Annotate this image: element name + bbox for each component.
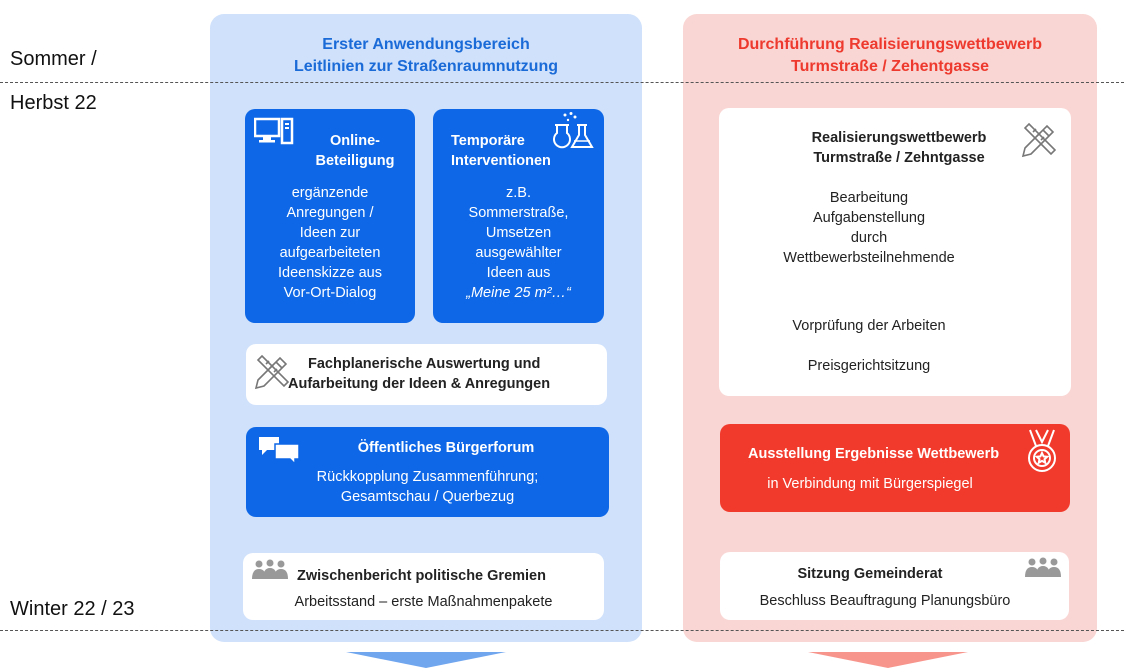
online-body-line: Ideen zur bbox=[299, 225, 361, 241]
gemeinderat-card: Sitzung Gemeinderat Beschluss Beauftragu… bbox=[720, 552, 1069, 620]
ausstellung-card: Ausstellung Ergebnisse Wettbewerb in Ver… bbox=[720, 424, 1070, 512]
gemeinderat-body: Beschluss Beauftragung Planungsbüro bbox=[759, 593, 1011, 609]
chat-bubbles-icon bbox=[259, 437, 300, 465]
group-icon bbox=[1025, 557, 1061, 577]
interventionen-body-line: Umsetzen bbox=[485, 225, 552, 241]
wettbewerb-step-preisgericht: Preisgerichtsitzung bbox=[807, 358, 931, 374]
online-title-line2: Beteiligung bbox=[315, 153, 395, 169]
interventionen-title-line1: Temporäre bbox=[451, 133, 525, 149]
timeline-start-label-2: Herbst 22 bbox=[10, 92, 97, 114]
left-column-title: Erster Anwendungsbereich Leitlinien zur … bbox=[210, 34, 642, 78]
interventionen-card: Temporäre Interventionen z.B. Sommerstra… bbox=[433, 109, 604, 323]
buergerforum-line1: Rückkopplung Zusammenführung; bbox=[316, 469, 539, 485]
online-body-line: Ideenskizze aus bbox=[278, 265, 382, 281]
zwischenbericht-title: Zwischenbericht politische Gremien bbox=[297, 568, 546, 584]
medal-icon bbox=[1028, 429, 1056, 472]
computer-icon bbox=[254, 117, 294, 145]
online-body-line: aufgearbeiteten bbox=[279, 245, 381, 261]
zwischenbericht-card: Zwischenbericht politische Gremien Arbei… bbox=[243, 553, 604, 620]
pencil-ruler-icon bbox=[254, 354, 290, 390]
right-title-line1: Durchführung Realisierungswettbewerb bbox=[737, 36, 1043, 53]
ausstellung-body: in Verbindung mit Bürgerspiegel bbox=[767, 476, 973, 492]
online-body-line: ergänzende bbox=[291, 185, 369, 201]
timeline-divider-bottom bbox=[0, 630, 1124, 631]
auswertung-line1: Fachplanerische Auswertung und bbox=[308, 356, 541, 372]
wettbewerb-body: Bearbeitung Aufgabenstellung durch Wettb… bbox=[719, 188, 1019, 268]
interventionen-body-line: ausgewählter bbox=[475, 245, 562, 261]
interventionen-body-line: Sommerstraße, bbox=[468, 205, 569, 221]
wettbewerb-title: Realisierungswettbewerb Turmstraße / Zeh… bbox=[769, 128, 1029, 168]
wettbewerb-step-vorpruefung: Vorprüfung der Arbeiten bbox=[792, 318, 946, 334]
lab-flask-icon bbox=[553, 112, 594, 149]
buergerforum-line2: Gesamtschau / Querbezug bbox=[340, 489, 515, 505]
timeline-start-label-1: Sommer / bbox=[10, 48, 97, 70]
interventionen-title-line2: Interventionen bbox=[451, 153, 551, 169]
online-body-line: Vor-Ort-Dialog bbox=[283, 285, 377, 301]
wettbewerb-title-line1: Realisierungswettbewerb bbox=[811, 130, 987, 146]
left-title-line1: Erster Anwendungsbereich bbox=[322, 36, 530, 53]
online-beteiligung-card: Online- Beteiligung ergänzende Anregunge… bbox=[245, 109, 415, 323]
interventionen-body-line: Ideen aus bbox=[486, 265, 551, 281]
timeline-end-label: Winter 22 / 23 bbox=[10, 598, 135, 620]
wettbewerb-card: Realisierungswettbewerb Turmstraße / Zeh… bbox=[719, 108, 1071, 396]
wettbewerb-body-line: Bearbeitung bbox=[829, 190, 909, 206]
buergerforum-title: Öffentliches Bürgerforum bbox=[357, 440, 535, 456]
auswertung-line2: Aufarbeitung der Ideen & Anregungen bbox=[288, 376, 551, 392]
online-body-line: Anregungen / bbox=[286, 205, 374, 221]
wettbewerb-title-line2: Turmstraße / Zehntgasse bbox=[813, 150, 985, 166]
wettbewerb-body-line: durch bbox=[850, 230, 888, 246]
right-column-title: Durchführung Realisierungswettbewerb Tur… bbox=[683, 34, 1097, 78]
interventionen-body: z.B. Sommerstraße, Umsetzen ausgewählter… bbox=[433, 183, 604, 303]
right-title-line2: Turmstraße / Zehentgasse bbox=[791, 58, 989, 75]
online-title: Online- Beteiligung bbox=[295, 131, 415, 171]
interventionen-title: Temporäre Interventionen bbox=[451, 131, 561, 171]
left-title-line2: Leitlinien zur Straßenraumnutzung bbox=[293, 58, 558, 75]
auswertung-card: Fachplanerische Auswertung und Aufarbeit… bbox=[246, 344, 607, 405]
buergerforum-card: Öffentliches Bürgerforum Rückkopplung Zu… bbox=[246, 427, 609, 517]
online-title-line1: Online- bbox=[330, 133, 380, 149]
gemeinderat-title: Sitzung Gemeinderat bbox=[797, 566, 943, 582]
group-icon bbox=[252, 559, 288, 579]
wettbewerb-body-line: Aufgabenstellung bbox=[812, 210, 926, 226]
left-down-arrow bbox=[346, 652, 506, 668]
wettbewerb-body-line: Wettbewerbsteilnehmende bbox=[783, 250, 955, 266]
buergerforum-body: Rückkopplung Zusammenführung; Gesamtscha… bbox=[246, 467, 609, 507]
pencil-ruler-icon bbox=[1021, 122, 1057, 158]
auswertung-text: Fachplanerische Auswertung und Aufarbeit… bbox=[288, 354, 600, 394]
ausstellung-title: Ausstellung Ergebnisse Wettbewerb bbox=[748, 446, 1000, 462]
timeline-divider-top bbox=[0, 82, 1124, 83]
online-body: ergänzende Anregungen / Ideen zur aufgea… bbox=[245, 183, 415, 303]
right-down-arrow bbox=[808, 652, 968, 668]
interventionen-body-italic: „Meine 25 m²…“ bbox=[466, 285, 571, 301]
zwischenbericht-body: Arbeitsstand – erste Maßnahmenpakete bbox=[294, 594, 553, 610]
interventionen-body-line: z.B. bbox=[506, 185, 531, 201]
